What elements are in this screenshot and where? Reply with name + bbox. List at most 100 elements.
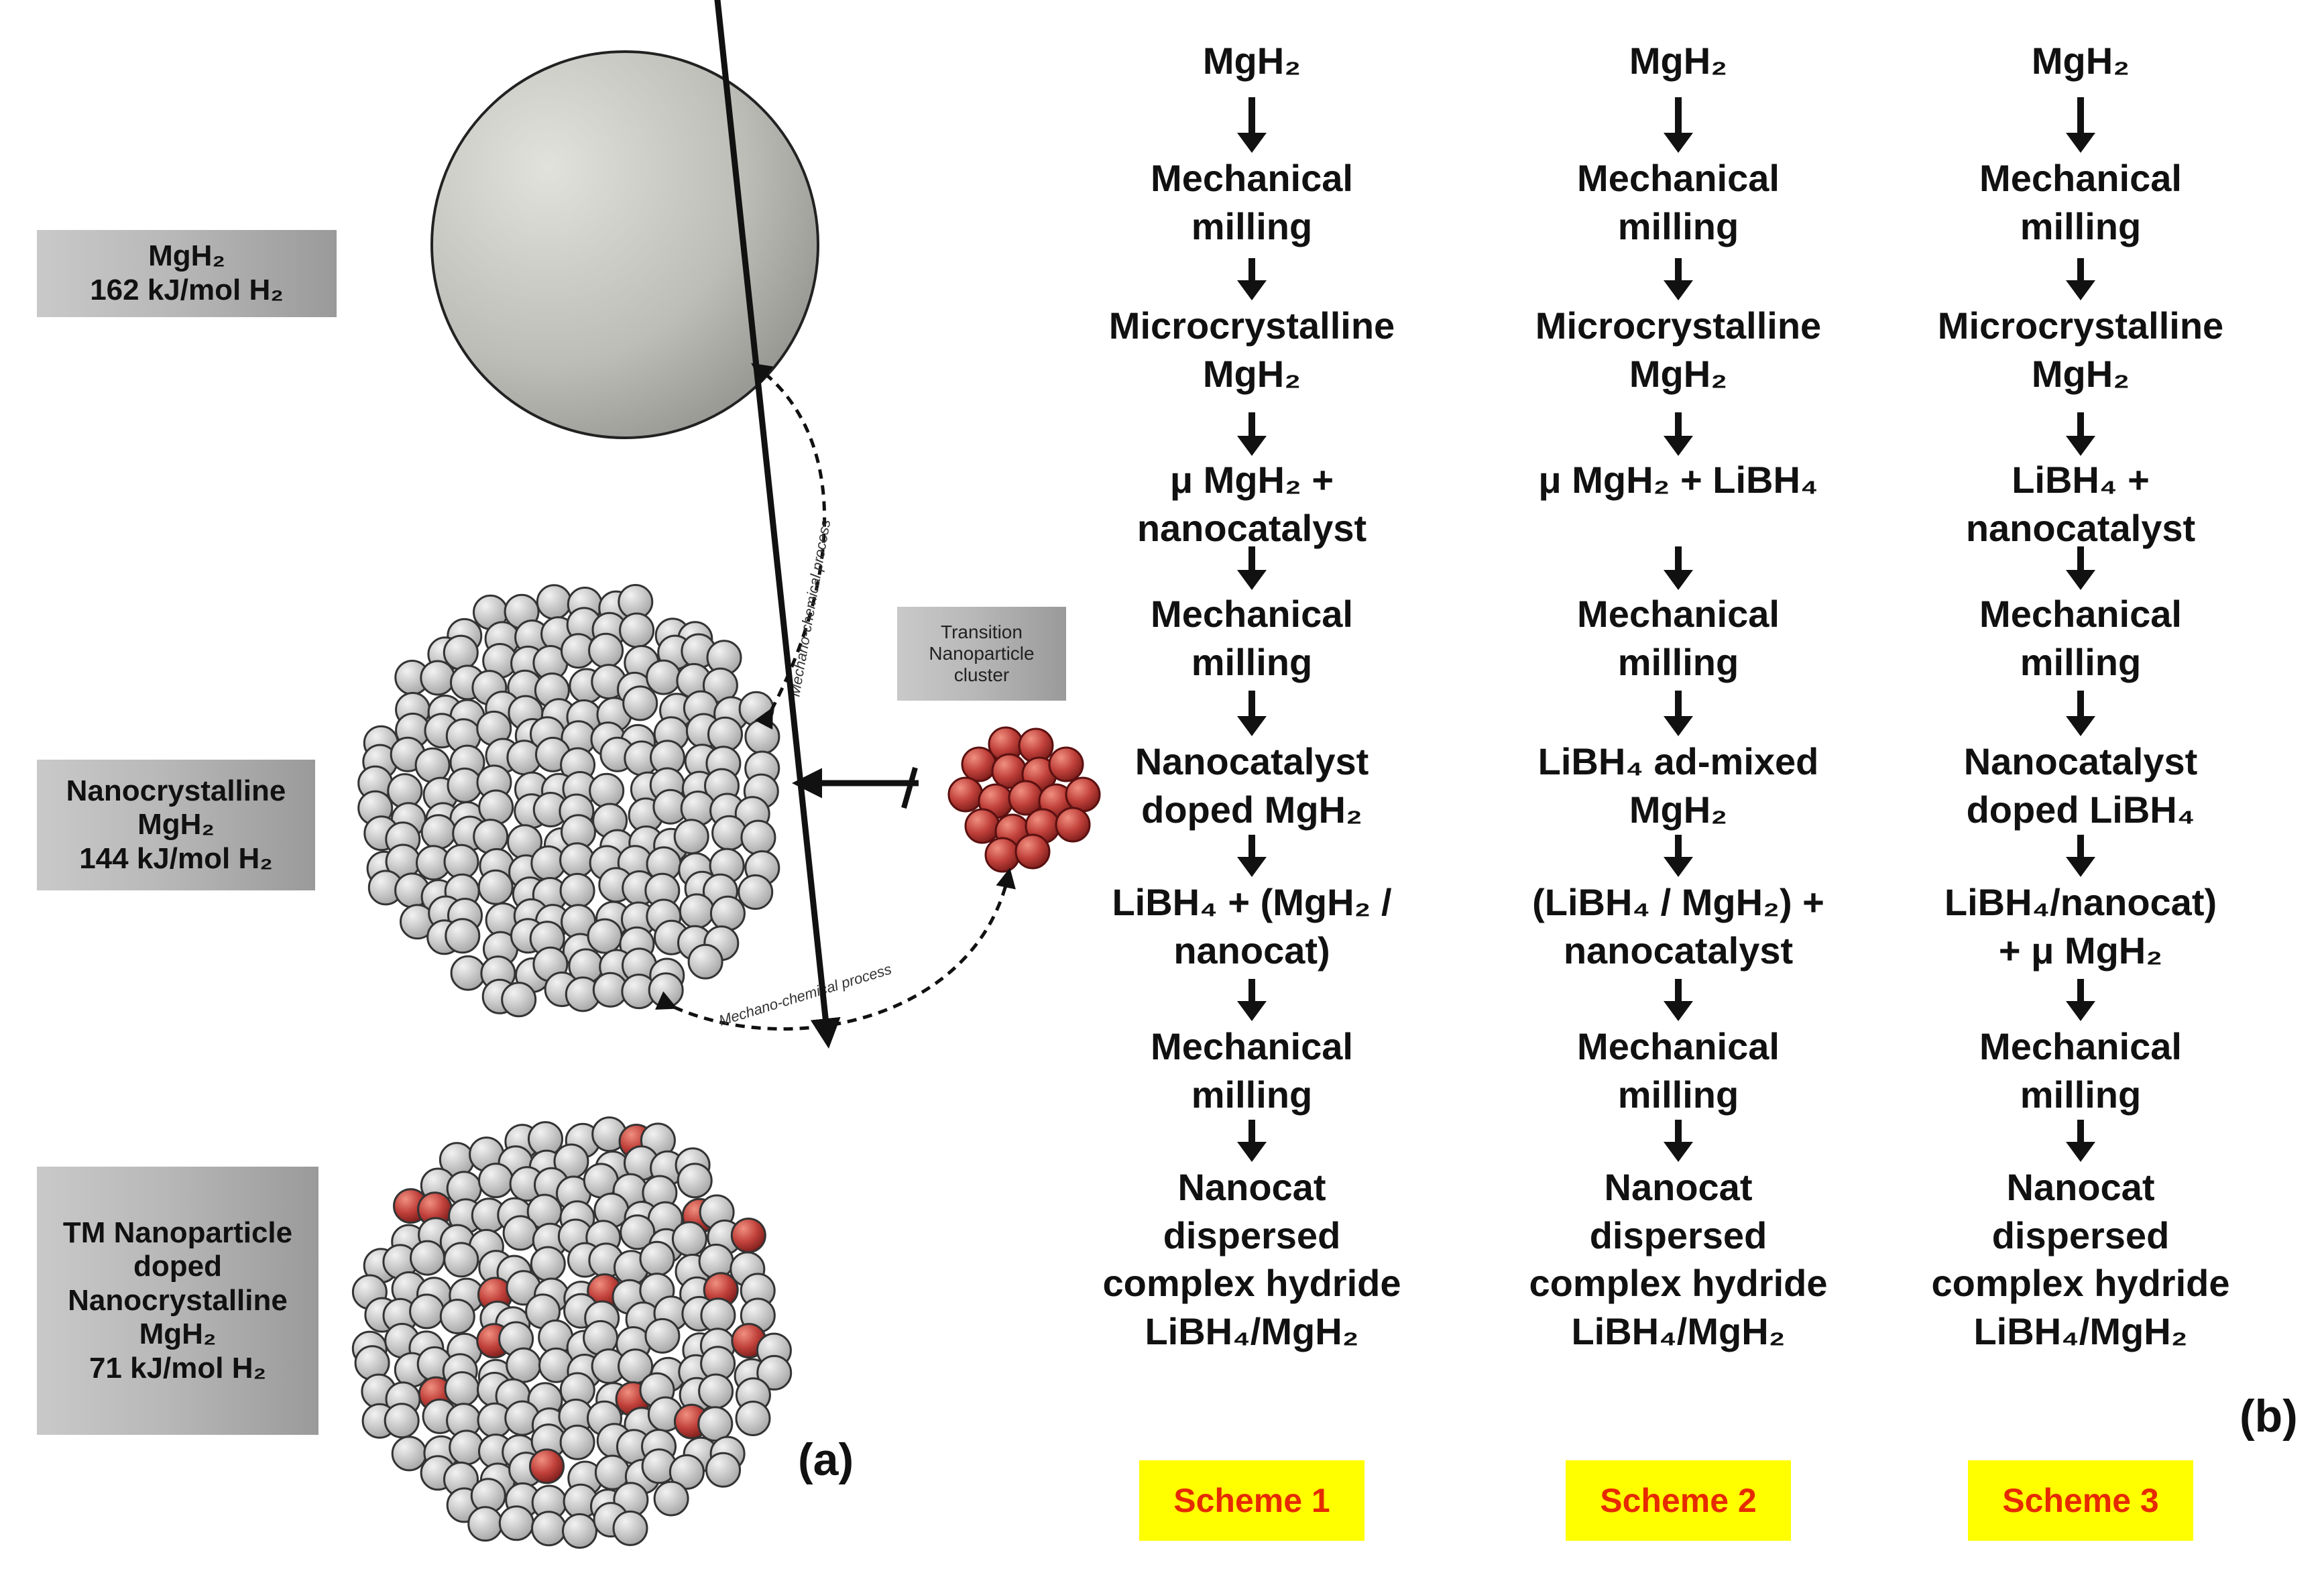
step-line: milling [1191, 640, 1313, 683]
scheme-2-step-4: μ MgH₂ + LiBH₄ [1491, 456, 1866, 504]
step-line: Mechanical [1151, 1025, 1353, 1067]
flow-arrow-head [2066, 280, 2095, 300]
flow-arrow-head [2066, 1142, 2095, 1162]
mgh2-nanoparticle [449, 1429, 485, 1466]
mgh2-nanoparticle [697, 1406, 734, 1442]
flow-arrow-head [1237, 570, 1267, 590]
mgh2-nanoparticle [711, 815, 748, 851]
step-line: MgH₂ [1629, 352, 1728, 395]
panel-a-illustration: Mechano-chemical process Mechano-chemica… [351, 0, 1101, 1549]
step-line: nanocatalyst [1137, 506, 1367, 549]
mgh2-nanoparticle [443, 1242, 479, 1278]
tm-nanoparticle [529, 1448, 565, 1484]
scheme-1-step-1: MgH₂ [1064, 37, 1440, 85]
scheme-2-step-8: Mechanical milling [1491, 1022, 1866, 1118]
mgh2-nanoparticle [531, 1511, 567, 1547]
step-line: complex hydride [1931, 1262, 2230, 1305]
step-line: Mechanical [1979, 157, 2182, 199]
mgh2-nanoparticle [536, 584, 572, 620]
scheme-1-label: Scheme 1 [1139, 1460, 1364, 1541]
mgh2-nanoparticle [738, 874, 774, 910]
tm-nanoparticle [1014, 833, 1051, 870]
mgh2-nanoparticle [698, 1373, 734, 1409]
doped-link-arrow [699, 0, 841, 1049]
step-line: μ MgH₂ + LiBH₄ [1538, 459, 1818, 501]
step-line: Mechanical [1577, 1025, 1780, 1067]
step-line: MgH₂ [1202, 40, 1301, 82]
mgh2-nanoparticle [439, 1299, 475, 1334]
doped-line-2: doped [133, 1250, 222, 1283]
flow-arrow-head [1664, 436, 1693, 456]
process-label-lower: Mechano-chemical process [717, 961, 893, 1029]
mgh2-nanoparticle [444, 1371, 480, 1407]
step-line: nanocatalyst [1965, 506, 2196, 549]
step-line: Nanocat [1604, 1166, 1753, 1208]
mgh2-nanoparticle [473, 819, 509, 855]
step-line: Microcrystalline [1108, 304, 1395, 347]
step-line: dispersed [1991, 1214, 2170, 1256]
flow-arrow-head [1664, 1142, 1693, 1162]
step-line: Nanocat [1177, 1166, 1326, 1208]
step-line: LiBH₄ + [2012, 459, 2150, 501]
flow-arrow-head [2066, 857, 2095, 877]
tm-line-1: Transition [941, 621, 1023, 642]
doped-line-1: TM Nanoparticle [62, 1216, 293, 1249]
step-line: milling [2020, 204, 2142, 247]
mgh2-nanoparticle [498, 1505, 534, 1541]
step-line: MgH₂ [2031, 40, 2130, 82]
mgh2-nanoparticle [700, 1297, 736, 1334]
step-line: LiBH₄/MgH₂ [1571, 1310, 1786, 1353]
step-line: MgH₂ [1629, 40, 1728, 82]
mgh2-nanoparticle [644, 1318, 681, 1354]
step-line: complex hydride [1529, 1262, 1828, 1305]
mgh2-nanoparticle [756, 1354, 793, 1391]
step-line: Mechanical [1577, 157, 1780, 199]
mgh2-nanoparticle [559, 842, 595, 878]
tm-nanoparticle [1048, 746, 1084, 782]
flow-arrow-head [1664, 857, 1693, 877]
flow-arrow-head [1664, 1001, 1693, 1021]
mgh2-nanoparticle [450, 955, 486, 991]
panel-a-label: (a) [798, 1434, 854, 1485]
mgh2-nanoparticle [673, 819, 709, 855]
scheme-3-step-5: Mechanical milling [1893, 590, 2268, 686]
mgh2-nanoparticle [709, 895, 746, 931]
mgh2-nanoparticle [744, 719, 780, 755]
mgh2-nanoparticle [410, 1240, 445, 1276]
mgh2-nanoparticle [639, 1240, 675, 1277]
mgh2-nanoparticle [559, 872, 595, 909]
step-line: dispersed [1589, 1214, 1767, 1256]
step-line: Mechanical [1979, 593, 2182, 635]
bulk-mgh2-label-box: MgH₂ 162 kJ/mol H₂ [37, 230, 337, 317]
mgh2-nanoparticle [502, 1215, 538, 1251]
step-line: milling [2020, 640, 2142, 683]
mgh2-nanoparticle [420, 660, 456, 696]
step-line: μ MgH₂ + [1169, 459, 1334, 501]
mgh2-nanoparticle [506, 1347, 542, 1383]
mgh2-nanoparticle [587, 918, 623, 954]
mgh2-nanoparticle [620, 1214, 656, 1250]
mgh2-nanoparticle [467, 1506, 504, 1542]
flow-arrow-head [1664, 133, 1693, 153]
flow-arrow-head [1237, 1001, 1267, 1021]
step-line: Mechanical [1979, 1025, 2182, 1067]
mgh2-nanoparticle [559, 1424, 595, 1460]
doped-mgh2-label-box: TM Nanoparticle doped Nanocrystalline Mg… [37, 1167, 318, 1435]
flow-arrow-head [2066, 436, 2095, 456]
step-line: milling [1191, 204, 1313, 247]
tm-nanoparticle [730, 1218, 766, 1253]
step-line: Microcrystalline [1937, 304, 2224, 347]
bulk-energy: 162 kJ/mol H₂ [90, 274, 284, 306]
mgh2-nanoparticle [409, 1293, 445, 1330]
step-line: milling [1617, 1073, 1739, 1116]
step-line: LiBH₄/MgH₂ [1145, 1310, 1359, 1353]
flow-arrow-head [2066, 716, 2095, 736]
mgh2-nanoparticle [648, 972, 684, 1008]
step-line: complex hydride [1102, 1262, 1401, 1305]
mgh2-nanoparticle [391, 1436, 427, 1472]
tm-nanoparticle [1055, 807, 1091, 843]
